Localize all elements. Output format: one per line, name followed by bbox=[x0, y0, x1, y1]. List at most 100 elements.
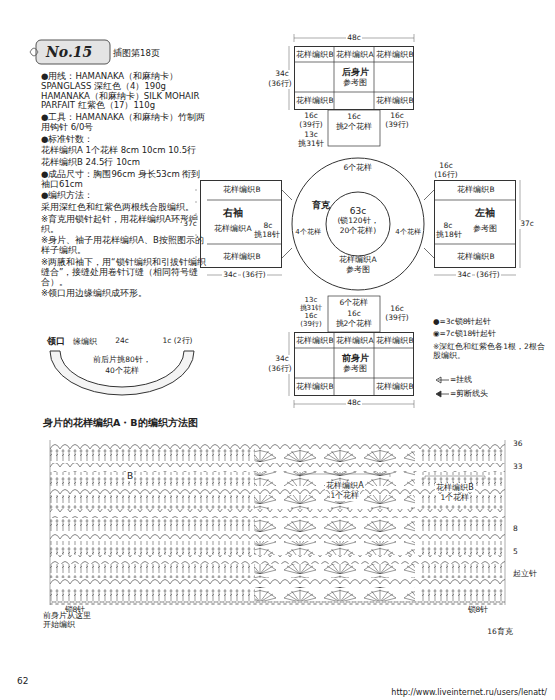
dimension-label: 8c bbox=[443, 222, 454, 231]
piece-text: 花样编织B bbox=[375, 337, 415, 346]
sleeve-piece: 花样编织B左袖参考图花样编织B bbox=[434, 180, 516, 268]
treble-row bbox=[50, 587, 255, 601]
yoke-ring: 育克63c(锁120针，20个花样)4个花样4个花样花样编织A参考图6个花样 bbox=[290, 156, 426, 292]
piece-text: 花样编织B bbox=[295, 97, 335, 106]
dimension-label: 34c bbox=[274, 355, 290, 364]
piece-text: 花样编织A bbox=[335, 51, 375, 60]
dimension-label: 挑31针 bbox=[299, 304, 324, 312]
piece-text: 4个花样 bbox=[392, 228, 424, 236]
piece-text: 前身片 bbox=[335, 353, 375, 363]
dimension-label: 13c bbox=[303, 131, 319, 140]
piece-text: 花样编织A bbox=[201, 225, 265, 234]
front-body-piece: 花样编织B花样编织A花样编织B前身片参考图花样编织B花样编织B bbox=[294, 332, 414, 396]
row-number: 36 bbox=[512, 440, 524, 449]
chart-label: 花样编织B bbox=[435, 483, 475, 492]
pattern-note: ※身片、袖子用花样编织A、B按照图示的样子编织。 bbox=[40, 236, 207, 256]
treble-row bbox=[50, 541, 255, 555]
pattern-note: ●用线：HAMANAKA（和麻纳卡）SPANGLASS 深红色（4）190g H… bbox=[40, 72, 207, 111]
treble-row bbox=[420, 518, 505, 532]
dimension-label: 16c bbox=[389, 112, 405, 121]
chart-label: B bbox=[126, 471, 134, 481]
piece-text: 花样编织B bbox=[201, 253, 283, 262]
piece-text: 后身片 bbox=[335, 67, 375, 77]
badge bbox=[30, 40, 124, 64]
piece-text: 花样编织A bbox=[335, 337, 375, 346]
dimension-label: 16c bbox=[346, 113, 362, 122]
dimension-label: (39行) bbox=[384, 121, 409, 130]
treble-row bbox=[420, 564, 505, 578]
dimension-label: (39行) bbox=[299, 320, 322, 328]
dimension-label: 挑18针 bbox=[253, 231, 281, 240]
row-number: 8 bbox=[512, 525, 519, 534]
piece-text: 花样编织B bbox=[201, 186, 283, 195]
pattern-note: ●编织方法： bbox=[40, 191, 207, 201]
dimension-label: 13c bbox=[304, 296, 319, 304]
symbol-note: ※深红色和红紫色各1根，2根合股编织。 bbox=[432, 343, 546, 360]
treble-row bbox=[420, 587, 505, 601]
piece-text: 40个花样 bbox=[62, 367, 182, 376]
piece-text: 花样编织B bbox=[435, 253, 517, 262]
dimension-label: 挑31针 bbox=[297, 140, 325, 149]
dimension-label: 48c bbox=[346, 34, 362, 43]
shell-row bbox=[255, 541, 415, 555]
treble-row bbox=[50, 495, 255, 509]
back-body-piece: 花样编织B花样编织A花样编织B后身片参考图花样编织B花样编织B bbox=[294, 46, 414, 110]
dimension-label: 16c bbox=[304, 312, 319, 320]
piece-text: 花样编织B bbox=[295, 337, 335, 346]
piece-text: 参考图 bbox=[453, 225, 517, 234]
legend-text: =挂线 bbox=[450, 376, 472, 385]
chain-arch-row bbox=[50, 532, 505, 541]
foundation-chain bbox=[50, 601, 505, 605]
piece-text: 左袖 bbox=[453, 207, 517, 219]
neckband-piece: 领口缘编织24c1c (2行)前后片挑80针，40个花样 bbox=[45, 336, 200, 398]
dimension-label: 48c bbox=[346, 399, 362, 408]
piece-text: 育克 bbox=[306, 200, 336, 210]
dimension-label: 8c bbox=[263, 222, 274, 231]
legend-text: =剪断线头 bbox=[450, 390, 488, 399]
pattern-note: ●工具：HAMANAKA（和麻纳卡）竹制两用钩针 6/0号 bbox=[40, 113, 207, 133]
treble-row bbox=[420, 495, 505, 509]
piece-text: 花样编织B bbox=[375, 383, 415, 392]
dimension-label: (39行) bbox=[298, 121, 323, 130]
shell-row bbox=[255, 564, 415, 578]
treble-row bbox=[420, 449, 505, 463]
pattern-note: 花样编织B 24.5行 10cm bbox=[40, 158, 207, 168]
dimension-label: (39行) bbox=[384, 314, 409, 323]
crochet-chart bbox=[50, 440, 505, 605]
dimension-label: 16c bbox=[438, 162, 454, 171]
symbol-note: ●=3c锁8针起针 bbox=[432, 318, 493, 327]
dimension-label: 37c bbox=[519, 220, 535, 229]
piece-text: 花样编织B bbox=[375, 97, 415, 106]
chart-label: 花样编织A bbox=[325, 481, 364, 490]
chart-label: 1个花样 bbox=[330, 492, 361, 501]
chain-arch-row bbox=[50, 555, 505, 564]
piece-text: 前后片挑80针， bbox=[62, 356, 182, 365]
pattern-note: 采用深红色和红紫色两根线合股编织。 bbox=[40, 203, 207, 213]
treble-row bbox=[50, 518, 255, 532]
dimension-label: (36行) bbox=[475, 271, 500, 280]
dimension-label: 34c bbox=[274, 70, 290, 79]
dimension-label: 16c bbox=[389, 305, 405, 314]
piece-text: 参考图 bbox=[323, 266, 393, 275]
piece-text: (锁120针， bbox=[328, 217, 388, 226]
pattern-note: ●标准针数： bbox=[40, 135, 207, 145]
piece-text: 24c bbox=[107, 337, 137, 346]
dimension-label: (36行) bbox=[267, 365, 292, 374]
piece-text: 花样编织B bbox=[295, 383, 335, 392]
legend-item: =剪断线头 bbox=[432, 390, 488, 399]
shell-row bbox=[255, 449, 415, 463]
chart-label: 锁8针 bbox=[467, 606, 490, 615]
piece-text: 1c (2行) bbox=[155, 337, 200, 346]
piece-text: 6个花样 bbox=[328, 164, 388, 173]
piece-text: 花样编织B bbox=[375, 51, 415, 60]
dimension-label: (36行) bbox=[267, 80, 292, 89]
legend-symbol bbox=[432, 376, 450, 384]
chart-brackets bbox=[50, 440, 505, 605]
chart-title: 身片的花样编织A・B的编织方法图 bbox=[42, 418, 199, 429]
dimension-label: 16c bbox=[346, 310, 362, 319]
dimension-label: 34c bbox=[222, 271, 238, 280]
piece-text: 右袖 bbox=[201, 207, 265, 219]
piece-text: 20个花样) bbox=[328, 227, 388, 236]
dimension-label: (16行) bbox=[433, 171, 458, 180]
